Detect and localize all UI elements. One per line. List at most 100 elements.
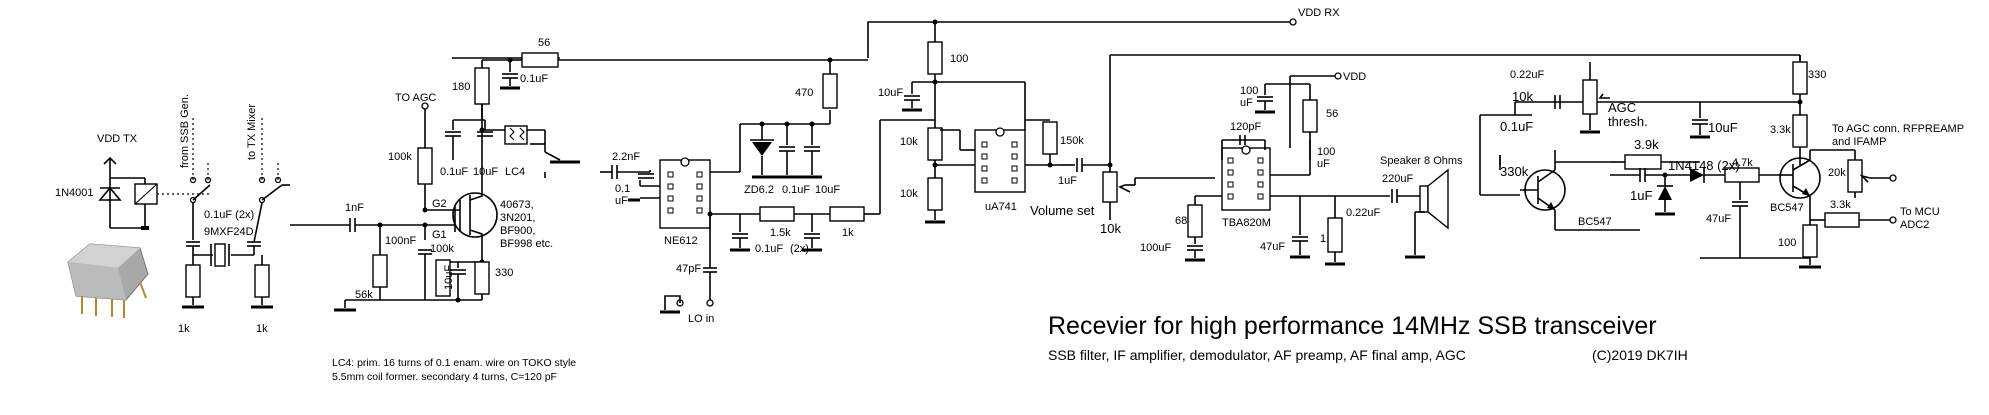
c-100uf-b-label: 100 (1240, 85, 1258, 97)
r-1k-b-label: 1k (256, 323, 268, 335)
c-47pf-label: 47pF (676, 263, 701, 275)
to-agc-label: TO AGC (395, 92, 436, 104)
c-220uf-label: 220uF (1382, 173, 1413, 185)
c-1nf-label: 1nF (345, 202, 364, 214)
lc4-label: LC4 (505, 166, 525, 178)
bc547-a-label: BC547 (1578, 216, 1612, 228)
agc-section (1479, 55, 1897, 269)
r-56k-label: 56k (355, 289, 373, 301)
c-1uf-agc-label: 1uF (1630, 188, 1652, 203)
speaker-label: Speaker 8 Ohms (1380, 155, 1463, 167)
bc547-b-label: BC547 (1770, 202, 1804, 214)
r-100-op-label: 100 (950, 53, 968, 65)
from-ssb-gen-label: from SSB Gen. (179, 94, 191, 168)
diagram-title: Recevier for high performance 14MHz SSB … (1048, 312, 1657, 340)
r-1-amp-label: 1 (1320, 233, 1326, 245)
g1-label: G1 (432, 229, 447, 241)
tba820m-amplifier (1102, 72, 1449, 266)
c-47uf-agc-label: 47uF (1706, 213, 1731, 225)
c-lp-2x-label: (2x) (790, 243, 809, 255)
c-01-agc-label: 0.1uF (1500, 119, 1533, 134)
labels: VDD TX 1N4001 from SSB Gen. to TX Mixer … (55, 7, 1964, 383)
r-15k-label: 1.5k (770, 227, 791, 239)
c-100uf-c-unit-label: uF (1317, 158, 1330, 170)
agc-thresh-label-2: thresh. (1608, 114, 1648, 129)
d-1n4148-label: 1N4148 (2x) (1668, 158, 1740, 173)
r-10k-b-label: 10k (900, 188, 918, 200)
adc2-label: ADC2 (1900, 219, 1929, 231)
agc-thresh-label-1: AGC (1608, 100, 1636, 115)
c-10-lc-label: 10uF (473, 166, 498, 178)
fet-type-label-2: 3N201, (500, 212, 535, 224)
fet-type-label-1: 40673, (500, 199, 534, 211)
c-1uf-op-label: 1uF (1058, 175, 1077, 187)
r-180-label: 180 (452, 81, 470, 93)
to-tx-mixer-label: to TX Mixer (246, 104, 258, 160)
r-470-label: 470 (795, 87, 813, 99)
ua741-preamp (902, 22, 1801, 224)
c-100uf-b-unit-label: uF (1240, 97, 1253, 109)
crystal-filter-picture (67, 243, 149, 318)
r-150k-label: 150k (1060, 135, 1084, 147)
c-10uf-src-label: 10uF (443, 265, 455, 290)
r-10k-agc-label: 10k (1512, 89, 1533, 104)
vdd-rx-label: VDD RX (1298, 7, 1340, 19)
c-100uf-a-label: 100uF (1140, 242, 1171, 254)
r-1k-a-label: 1k (178, 323, 190, 335)
zd-label: ZD6.2 (744, 184, 774, 196)
ne612-label: NE612 (664, 235, 698, 247)
r-56-amp-label: 56 (1326, 108, 1338, 120)
fet-type-label-3: BF900, (500, 225, 535, 237)
r-100k-g1-label: 100k (430, 243, 454, 255)
r-100-agc-label: 100 (1778, 237, 1796, 249)
r-47k-label: 4.7k (1732, 157, 1753, 169)
agc-conn-label-2: and IFAMP (1832, 136, 1886, 148)
r-100k-gate-label: 100k (388, 151, 412, 163)
tba-label: TBA820M (1222, 217, 1271, 229)
r-39k-label: 3.9k (1634, 137, 1659, 152)
c-100uf-c-label: 100 (1317, 146, 1335, 158)
filter-caps-label: 0.1uF (2x) (204, 209, 254, 221)
c-47uf-amp-label: 47uF (1260, 241, 1285, 253)
r-330k-label: 330k (1500, 164, 1529, 179)
c-01-mix-label: 0.1 (615, 183, 630, 195)
c-01-lc-label: 0.1uF (440, 166, 468, 178)
lc4-note-line-2: 5.5mm coil former. secondary 4 turns, C=… (332, 371, 557, 383)
ne612-mixer (544, 57, 935, 314)
c-01-lp-label: 0.1uF (755, 243, 783, 255)
diode-1n4001-label: 1N4001 (55, 187, 94, 199)
pot-10k-label: 10k (1100, 221, 1121, 236)
c-10uf-agc-label: 10uF (1708, 120, 1738, 135)
r-330-agc-label: 330 (1808, 69, 1826, 81)
vdd-tx-label: VDD TX (97, 133, 138, 145)
r-33k-b-label: 3.3k (1830, 199, 1851, 211)
r-56-top-label: 56 (538, 37, 550, 49)
c-01-zd-label: 0.1uF (782, 184, 810, 196)
input-section (67, 115, 290, 318)
c-22nf-label: 2.2nF (612, 151, 640, 163)
c-10-op-label: 10uF (878, 87, 903, 99)
c-10-zd-label: 10uF (815, 184, 840, 196)
copyright-label: (C)2019 DK7IH (1592, 347, 1688, 363)
r-20k-label: 20k (1828, 167, 1846, 179)
c-022-out-label: 0.22uF (1346, 207, 1381, 219)
diagram-subtitle: SSB filter, IF amplifier, demodulator, A… (1048, 347, 1466, 363)
c-01-top-label: 0.1uF (520, 73, 548, 85)
r-33k-a-label: 3.3k (1770, 124, 1791, 136)
c-01-mix-unit-label: uF (615, 195, 628, 207)
if-amplifier (290, 52, 868, 312)
to-mcu-label: To MCU (1900, 206, 1940, 218)
g2-label: G2 (432, 198, 447, 210)
c-100nf-label: 100nF (385, 235, 416, 247)
vdd-label: VDD (1343, 71, 1366, 83)
r-1k-lp-label: 1k (842, 227, 854, 239)
r-68-label: 68 (1175, 215, 1187, 227)
r-330-src-label: 330 (495, 267, 513, 279)
fet-type-label-4: BF998 etc. (500, 238, 553, 250)
lo-in-label: LO in (688, 313, 714, 325)
volume-set-label: Volume set (1030, 203, 1095, 218)
c-022-agc-label: 0.22uF (1510, 69, 1545, 81)
r-10k-a-label: 10k (900, 136, 918, 148)
ua741-label: uA741 (985, 201, 1017, 213)
